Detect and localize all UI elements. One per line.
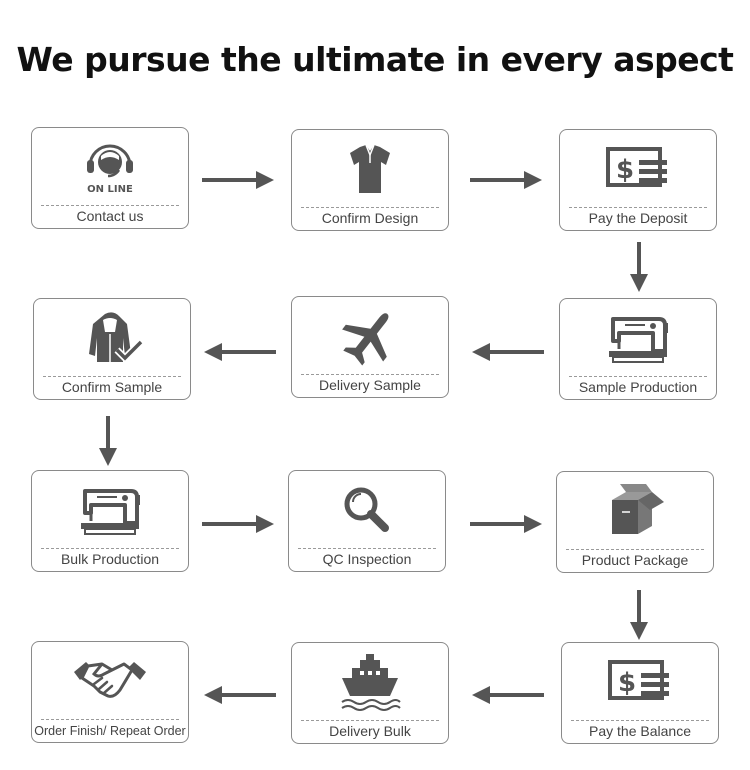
step-label: Sample Production <box>578 379 698 395</box>
sewing-machine-icon <box>560 307 716 369</box>
arrow-right-icon <box>202 515 274 533</box>
divider <box>571 720 709 721</box>
polo-shirt-icon <box>292 138 448 200</box>
step-contact-us: ON LINE Contact us <box>31 127 189 229</box>
arrow-right-icon <box>470 171 542 189</box>
step-label: Confirm Design <box>321 210 419 226</box>
arrow-down-icon <box>630 242 648 292</box>
divider <box>41 205 179 206</box>
step-product-package: Product Package <box>556 471 714 573</box>
divider <box>298 548 436 549</box>
arrow-down-icon <box>99 416 117 466</box>
divider <box>301 374 439 375</box>
airplane-icon <box>292 305 448 367</box>
jacket-check-icon <box>34 307 190 369</box>
step-label: Pay the Balance <box>589 723 691 739</box>
divider <box>43 376 181 377</box>
arrow-left-icon <box>204 686 276 704</box>
online-text: ON LINE <box>87 184 133 195</box>
arrow-down-icon <box>630 590 648 640</box>
step-delivery-sample: Delivery Sample <box>291 296 449 398</box>
step-label: Delivery Bulk <box>329 723 411 739</box>
step-label: Pay the Deposit <box>588 210 688 226</box>
package-box-icon <box>557 480 713 542</box>
step-qc-inspection: QC Inspection <box>288 470 446 572</box>
money-bill-icon: $ <box>562 651 718 713</box>
headset-online-icon: ON LINE <box>32 136 188 198</box>
step-label: Delivery Sample <box>319 377 421 393</box>
step-order-finish: Order Finish/ Repeat Order <box>31 641 189 743</box>
step-label: QC Inspection <box>322 551 412 567</box>
divider <box>569 207 707 208</box>
step-bulk-production: Bulk Production <box>31 470 189 572</box>
step-delivery-bulk: Delivery Bulk <box>291 642 449 744</box>
magnifier-icon <box>289 479 445 541</box>
handshake-icon <box>32 650 188 712</box>
step-pay-deposit: $ Pay the Deposit <box>559 129 717 231</box>
arrow-right-icon <box>202 171 274 189</box>
arrow-left-icon <box>472 343 544 361</box>
step-label: Product Package <box>581 552 689 568</box>
divider <box>566 549 704 550</box>
arrow-left-icon <box>204 343 276 361</box>
divider <box>301 207 439 208</box>
step-confirm-sample: Confirm Sample <box>33 298 191 400</box>
step-label: Bulk Production <box>60 551 160 567</box>
divider <box>41 719 179 720</box>
step-label: Contact us <box>76 208 144 224</box>
sewing-machine-icon <box>32 479 188 541</box>
arrow-left-icon <box>472 686 544 704</box>
step-pay-balance: $ Pay the Balance <box>561 642 719 744</box>
cargo-ship-icon <box>292 651 448 713</box>
divider <box>41 548 179 549</box>
step-label: Confirm Sample <box>61 379 163 395</box>
step-label: Order Finish/ Repeat Order <box>34 724 186 738</box>
divider <box>569 376 707 377</box>
step-confirm-design: Confirm Design <box>291 129 449 231</box>
svg-text:$: $ <box>618 668 636 698</box>
money-bill-icon: $ <box>560 138 716 200</box>
step-sample-production: Sample Production <box>559 298 717 400</box>
svg-text:$: $ <box>616 155 634 185</box>
divider <box>301 720 439 721</box>
arrow-right-icon <box>470 515 542 533</box>
page-title: We pursue the ultimate in every aspect <box>16 40 734 79</box>
